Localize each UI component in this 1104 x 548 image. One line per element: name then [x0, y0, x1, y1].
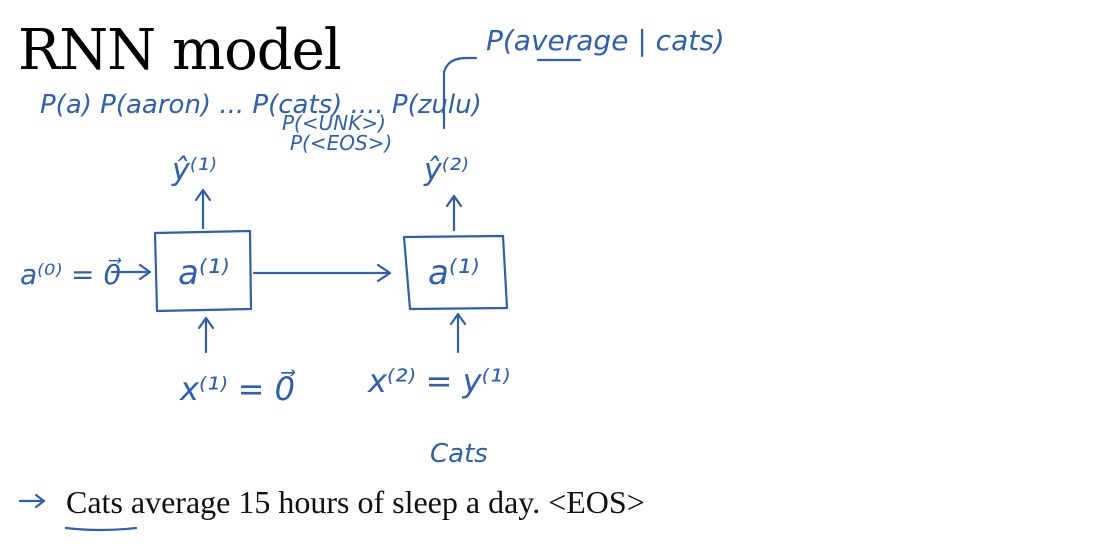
- y-hat-2-label: ŷ⁽²⁾: [423, 153, 469, 188]
- arrow-x2-to-cell2: [449, 312, 467, 354]
- unk-probability-label: P(<UNK>): [282, 111, 386, 135]
- arrow-cell2-to-output: [445, 194, 463, 232]
- conditional-probability-bracket: [442, 56, 478, 130]
- vocab-probabilities-label: P(a) P(aaron) ... P(cats) .... P(zulu): [40, 90, 482, 120]
- sentence-arrow-icon: [18, 493, 46, 509]
- rnn-cell-1-label: a⁽¹⁾: [178, 253, 229, 293]
- rnn-cell-1: [153, 229, 253, 313]
- arrow-cell1-to-cell2: [252, 263, 392, 283]
- rnn-cell-2: [402, 234, 509, 311]
- x1-label: x⁽¹⁾ = 0⃗: [179, 369, 296, 408]
- slide-title: RNN model: [18, 18, 342, 83]
- eos-probability-label: P(<EOS>): [290, 131, 392, 155]
- rnn-cell-2-label: a⁽¹⁾: [428, 253, 479, 293]
- training-sentence: Cats average 15 hours of sleep a day. <E…: [66, 484, 645, 520]
- conditional-probability-label: P(average | cats): [486, 24, 725, 57]
- x2-label: x⁽²⁾ = y⁽¹⁾: [367, 362, 510, 400]
- arrow-x1-to-cell1: [197, 316, 215, 354]
- y-hat-1-label: ŷ⁽¹⁾: [171, 153, 217, 188]
- cats-underline: [64, 526, 138, 532]
- arrow-a0-to-cell1: [110, 263, 152, 281]
- cats-label: Cats: [430, 439, 488, 469]
- arrow-cell1-to-output: [194, 188, 212, 230]
- a0-label: a⁽⁰⁾ = 0⃗: [20, 257, 122, 291]
